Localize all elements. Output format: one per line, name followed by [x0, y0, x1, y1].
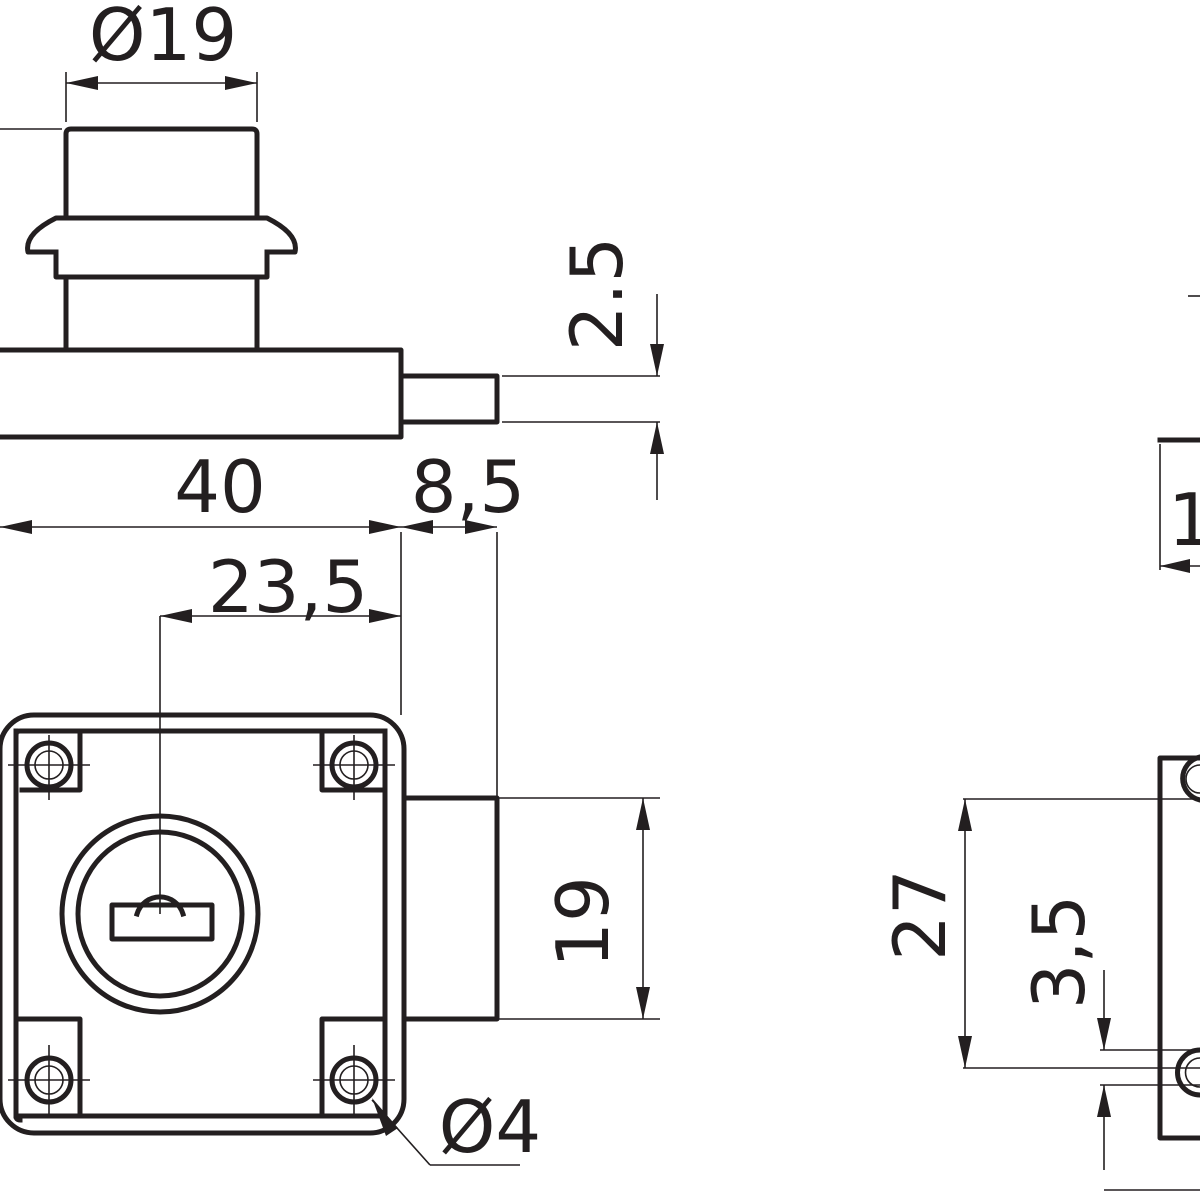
dim-hole-spacing: 27 — [878, 798, 1200, 1069]
lock-body-side — [0, 347, 404, 440]
dim-plate-offset: 3,5 — [1017, 895, 1200, 1191]
dim-label-body-width: 40 — [174, 445, 266, 529]
strike-plate — [1157, 755, 1200, 1141]
dim-bolt-throw: 2.5 — [555, 237, 664, 500]
dim-cylinder-offset: 23,5 — [160, 545, 401, 629]
screw-hole-top-right — [313, 735, 395, 800]
dim-bolt-length: 8,5 — [401, 445, 525, 534]
side-view — [0, 72, 660, 440]
keyway-slot — [109, 902, 215, 942]
dim-label-cylinder-offset: 23,5 — [208, 545, 368, 629]
dim-label-knob-diameter: Ø19 — [89, 0, 237, 77]
dim-label-bolt-height: 19 — [541, 876, 625, 968]
dim-bolt-height: 19 — [497, 797, 660, 1020]
lock-plate-outline — [13, 728, 388, 1119]
knob-collar — [53, 249, 270, 280]
dim-body-width: 40 — [0, 445, 401, 534]
dim-label-plate-offset: 3,5 — [1017, 895, 1101, 1010]
bolt-front — [401, 795, 500, 1022]
dim-knob-diameter: Ø19 — [66, 0, 257, 90]
dim-label-hole-spacing: 27 — [878, 869, 962, 961]
screw-hole-bottom-right — [313, 1045, 395, 1115]
front-view — [0, 712, 500, 1136]
knob-neck — [63, 274, 260, 353]
dim-label-hole-diameter: Ø4 — [439, 1085, 541, 1169]
knob-cylinder — [63, 126, 260, 219]
screw-hole-bottom-left — [8, 1045, 90, 1115]
dim-label-bolt-length: 8,5 — [411, 445, 526, 529]
strike-plate-view: 1 — [1157, 295, 1200, 1141]
screw-hole-top-left — [8, 735, 90, 800]
dim-label-cut-off: 1 — [1168, 478, 1200, 562]
knob-flange — [25, 215, 298, 255]
dim-label-bolt-throw: 2.5 — [555, 237, 639, 352]
key-cylinder — [59, 813, 261, 1015]
bolt-side — [398, 373, 500, 425]
dim-hole-diameter: Ø4 — [371, 1085, 541, 1169]
